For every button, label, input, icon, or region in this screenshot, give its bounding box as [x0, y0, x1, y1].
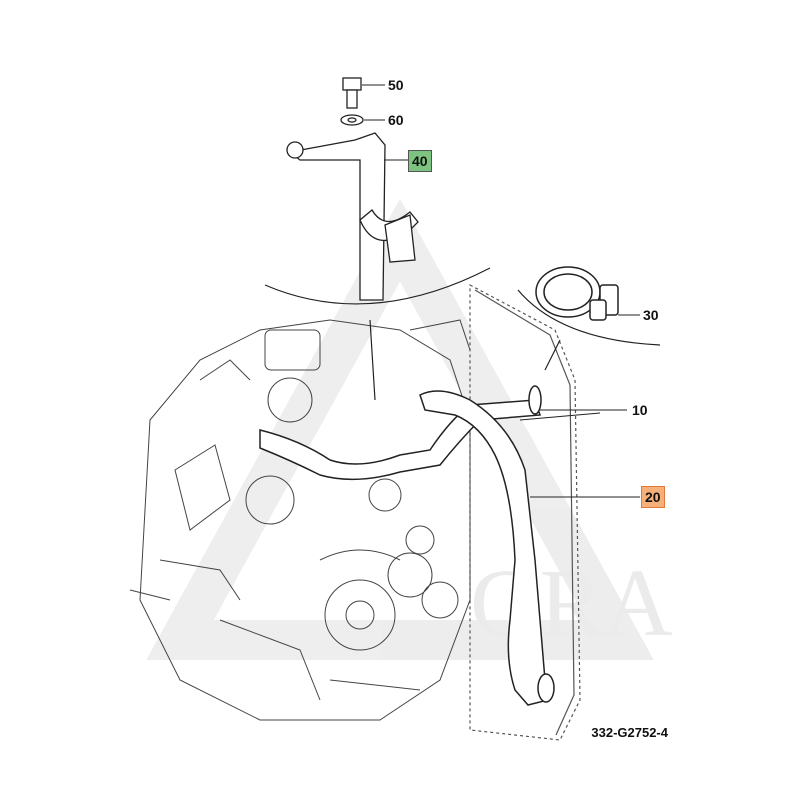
clamp-detail-arc	[517, 289, 661, 371]
hose-part-20	[419, 390, 555, 706]
callout-50: 50	[388, 77, 404, 93]
washer-part-60	[340, 114, 364, 126]
clamp-part-30	[535, 266, 619, 321]
bolt-part-50	[342, 77, 362, 109]
bracket-part-40	[286, 132, 419, 301]
callout-30: 30	[643, 307, 659, 323]
reference-code: 332-G2752-4	[591, 725, 668, 740]
bracket-detail-arc	[264, 267, 491, 401]
watermark-text: GRA	[470, 549, 673, 656]
engine-block	[129, 319, 471, 721]
callout-10: 10	[632, 402, 648, 418]
callout-60: 60	[388, 112, 404, 128]
leader-lines	[362, 84, 640, 498]
radiator-panel	[469, 284, 581, 741]
callout-40: 40	[408, 150, 432, 172]
callout-20: 20	[641, 486, 665, 508]
